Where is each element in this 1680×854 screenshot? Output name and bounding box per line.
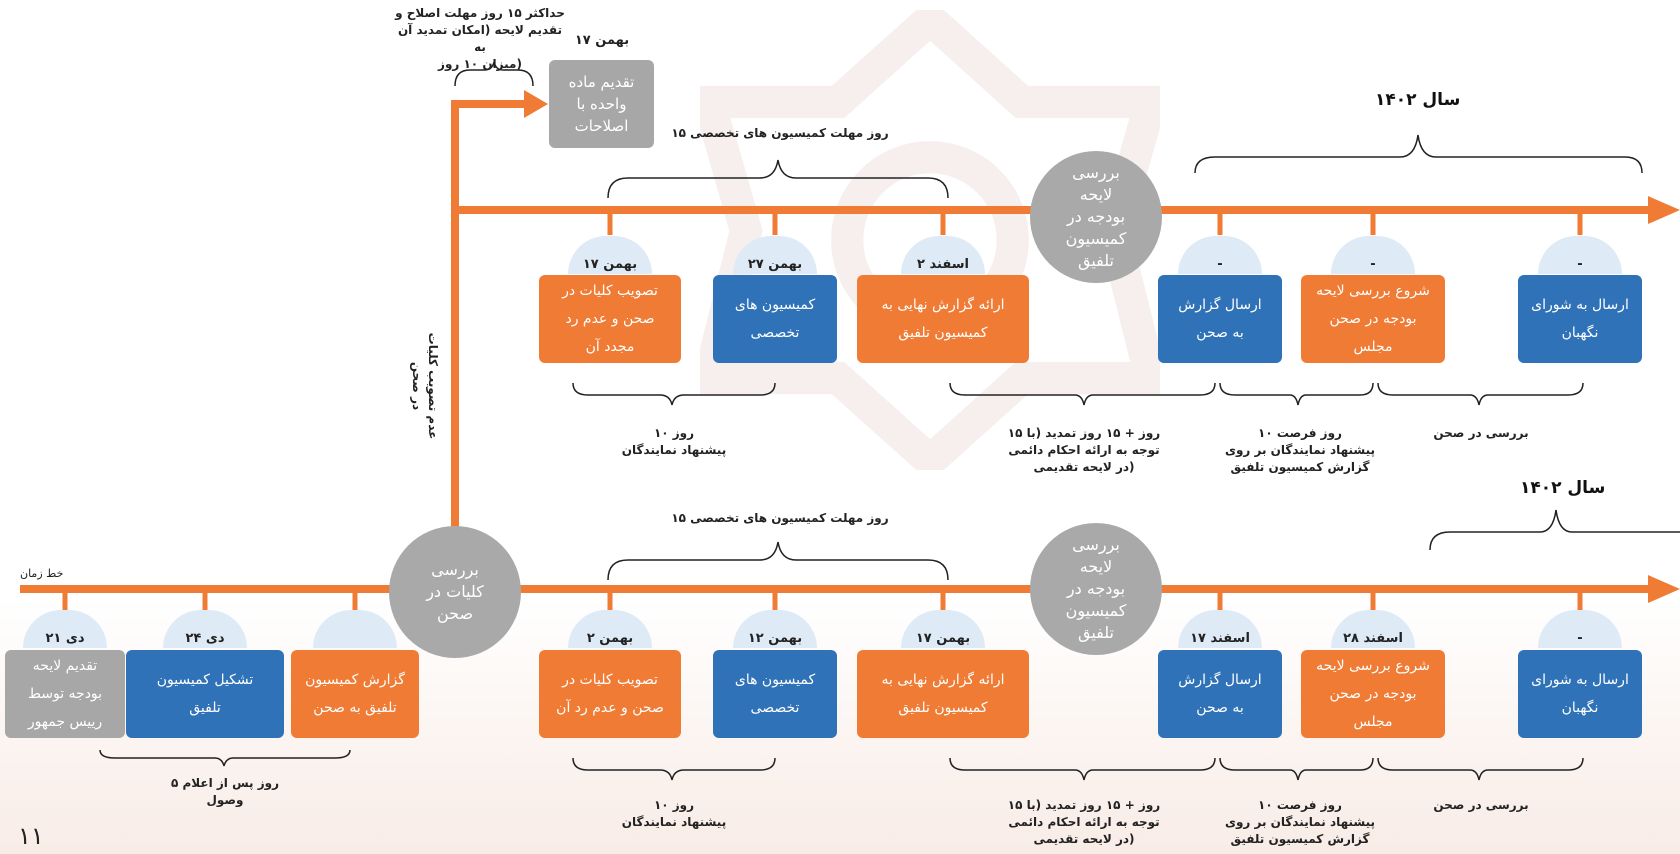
top-timeline-arrowhead [1648,196,1680,224]
bottom-timeline-arrowhead [1648,575,1680,603]
bottom_row-step-box: شروع بررسی لایحه بودجه در صحن مجلس [1301,650,1445,738]
brace-bottom-year [1429,509,1680,551]
brace-top-note-3 [1219,382,1374,406]
brace-top-note-4 [1377,382,1584,406]
bottom_row-step-box: کمیسیون های تخصصی [713,650,837,738]
top_row-step-box: شروع بررسی لایحه بودجه در صحن مجلس [1301,275,1445,363]
amend-date: ۱۷ بهمن [574,33,630,48]
top_row-step-box: تصویب کلیات در صحن و عدم رد مجدد آن [539,275,681,363]
brace-amend [454,61,534,87]
amend-arrow-shaft [451,100,526,108]
top_row-note: ۱۰ روز پیشنهاد نمایندگان [621,426,727,457]
bottom_row-note: ۱۰ روز پیشنهاد نمایندگان [621,798,727,829]
brace-top-note-1 [572,382,776,406]
top_row-note: ۱۰ روز فرصت پیشنهاد نمایندگان بر روی گزا… [1224,426,1376,474]
top-ticks [607,210,1583,235]
vertical-note: عدم تصویب کلیات در صحن [410,332,440,440]
pre-note: ۵ روز پس از اعلام وصول [170,776,280,807]
top_row-note: بررسی در صحن [1433,426,1529,440]
bottom-ticks [62,589,1583,610]
top_row-step-box: کمیسیون های تخصصی [713,275,837,363]
top-year-label: سال ۱۴۰۲ [1375,90,1461,110]
bottom_row-step-box: تصویب کلیات در صحن و عدم رد آن [539,650,681,738]
top_row-note: ۱۵ روز + ۱۵ روز تمدید (با توجه به ارائه … [1007,426,1161,474]
bottom-circle-general: بررسی کلیات در صحن [389,526,521,658]
brace-top-note-2 [949,382,1216,406]
top_row-step-box: ارسال گزارش به صحن [1158,275,1282,363]
brace-bottom-committee [607,541,949,581]
bottom_row-note: ۱۰ روز فرصت پیشنهاد نمایندگان بر روی گزا… [1224,798,1376,846]
top-circle-review: بررسی لایحه بودجه در کمیسیون تلفیق [1030,151,1162,283]
bottom-pre-step-box: تشکیل کمیسیون تلفیق [126,650,284,738]
bottom_row-step-box: ارسال گزارش به صحن [1158,650,1282,738]
top-committee-brace-label: ۱۵ روز مهلت کمیسیون های تخصصی [671,126,889,140]
bottom-year-label: سال ۱۴۰۲ [1520,478,1606,498]
bottom-timeline-axis [20,585,1650,593]
brace-top-year [1194,134,1643,174]
brace-bottom-note-2 [949,757,1216,781]
timeline-label: خط زمان [20,567,64,580]
braces [99,61,1680,781]
bottom_row-note: بررسی در صحن [1433,798,1529,812]
bottom_row-note: ۱۵ روز + ۱۵ روز تمدید (با توجه به ارائه … [1007,798,1161,846]
amend-box: تقدیم ماده واحده با اصلاحات [549,60,654,148]
bottom-pre-step-box: گزارش کمیسیون تلفیق به صحن [291,650,419,738]
brace-bottom-note-3 [1219,757,1374,781]
brace-top-committee [607,159,949,199]
bottom-pre-step-box: تقدیم لایحه بودجه توسط رییس جمهور [5,650,125,738]
brace-bottom-note-1 [572,757,776,781]
page-number: ۱۱ [18,822,44,850]
vertical-connector [451,100,459,530]
top_row-step-box: ارسال به شورای نگهبان [1518,275,1642,363]
brace-pre-note [99,749,351,767]
bottom_row-step-box: ارسال به شورای نگهبان [1518,650,1642,738]
bottom-committee-brace-label: ۱۵ روز مهلت کمیسیون های تخصصی [671,511,889,525]
amend-note: حداکثر ۱۵ روز مهلت اصلاح و تقدیم لایحه (… [395,6,565,71]
brace-bottom-note-4 [1377,757,1584,781]
amend-arrowhead [524,90,548,118]
top_row-step-box: ارائه گزارش نهایی به کمیسیون تلفیق [857,275,1029,363]
bottom_row-step-box: ارائه گزارش نهایی به کمیسیون تلفیق [857,650,1029,738]
bottom-circle-review: بررسی لایحه بودجه در کمیسیون تلفیق [1030,523,1162,655]
